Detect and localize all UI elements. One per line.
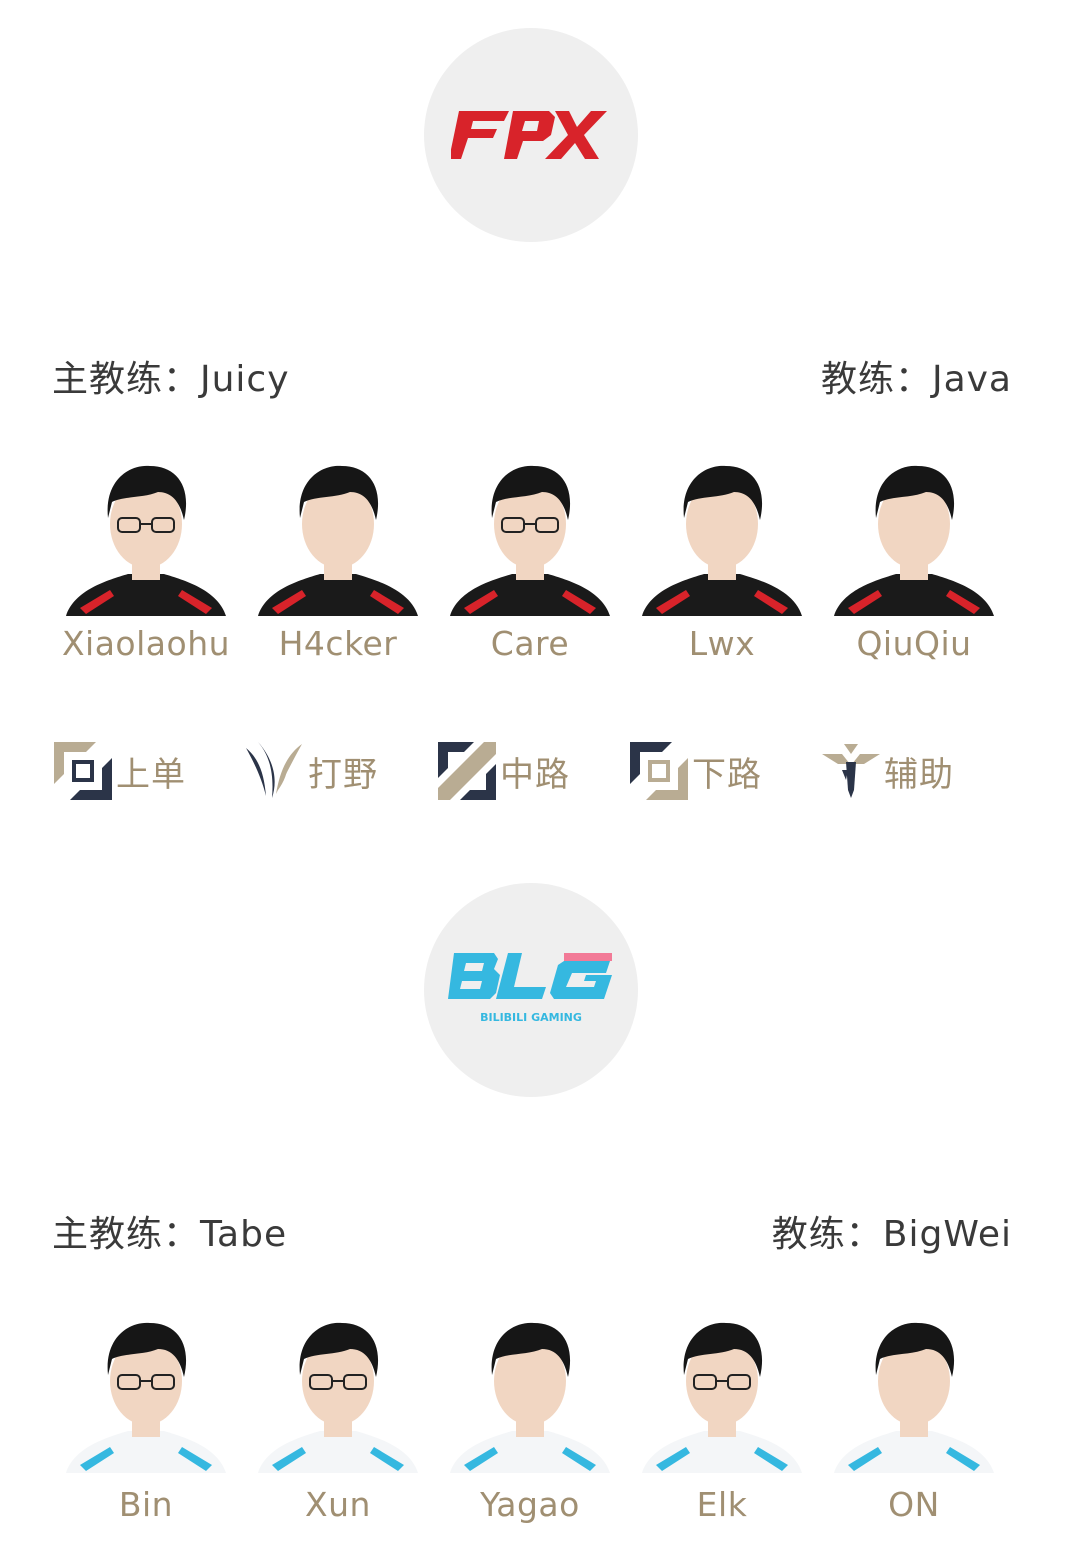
player-card: Xiaolaohu (50, 458, 242, 664)
player-portrait (252, 458, 424, 616)
top-lane-icon (54, 742, 112, 800)
role-bot-label: 下路 (692, 754, 762, 795)
player-card: Xun (242, 1315, 434, 1525)
player-name: Bin (118, 1485, 174, 1524)
player-portrait (252, 1315, 424, 1473)
player-portrait (60, 1315, 232, 1473)
player-name: ON (888, 1485, 940, 1524)
player-card: ON (818, 1315, 1010, 1525)
fpx-coach-row: 主教练：Juicy 教练：Java (52, 350, 1012, 402)
player-card: Yagao (434, 1315, 626, 1525)
player-portrait (60, 458, 232, 616)
role-mid: 中路 (434, 740, 626, 802)
blg-logo-icon: BILIBILI GAMING (448, 953, 612, 1024)
fpx-coach: 教练：Java (820, 359, 1012, 400)
support-icon (822, 744, 880, 798)
fpx-head-coach: 主教练：Juicy (52, 359, 290, 400)
player-card: H4cker (242, 458, 434, 664)
role-support: 辅助 (818, 740, 1010, 802)
player-name: Yagao (480, 1485, 580, 1524)
blg-logo-subtitle: BILIBILI GAMING (480, 1011, 582, 1024)
player-card: Elk (626, 1315, 818, 1525)
player-portrait (444, 458, 616, 616)
blg-head-coach: 主教练：Tabe (52, 1214, 288, 1255)
role-legend: 上单 打野 中路 下路 (50, 740, 1010, 802)
player-name: H4cker (278, 624, 398, 663)
player-card: Bin (50, 1315, 242, 1525)
role-top: 上单 (50, 740, 242, 802)
blg-team-logo: BILIBILI GAMING (424, 883, 638, 1097)
blg-player-list: Bin Xun Yagao Elk ON (50, 1315, 1010, 1525)
player-portrait (636, 458, 808, 616)
role-mid-label: 中路 (500, 754, 570, 795)
player-portrait (444, 1315, 616, 1473)
player-name: Elk (696, 1485, 748, 1524)
role-bot: 下路 (626, 740, 818, 802)
player-name: Lwx (688, 624, 756, 663)
player-portrait (636, 1315, 808, 1473)
fpx-player-list: Xiaolaohu H4cker Care Lwx QiuQiu (50, 458, 1010, 664)
player-portrait (828, 1315, 1000, 1473)
blg-coach-row: 主教练：Tabe 教练：BigWei (52, 1205, 1012, 1257)
player-name: QiuQiu (856, 624, 972, 663)
player-card: QiuQiu (818, 458, 1010, 664)
player-name: Care (490, 624, 570, 663)
role-jungle-label: 打野 (308, 754, 378, 795)
player-card: Lwx (626, 458, 818, 664)
mid-lane-icon (438, 742, 496, 800)
bot-lane-icon (630, 742, 688, 800)
fpx-team-logo (424, 28, 638, 242)
blg-coach: 教练：BigWei (771, 1214, 1012, 1255)
player-name: Xiaolaohu (61, 624, 231, 663)
fpx-logo-icon (451, 111, 607, 159)
player-card: Care (434, 458, 626, 664)
player-name: Xun (305, 1485, 371, 1524)
role-jungle: 打野 (242, 740, 434, 802)
role-top-label: 上单 (116, 754, 186, 795)
player-portrait (828, 458, 1000, 616)
role-support-label: 辅助 (884, 754, 954, 795)
jungle-icon (246, 742, 302, 798)
